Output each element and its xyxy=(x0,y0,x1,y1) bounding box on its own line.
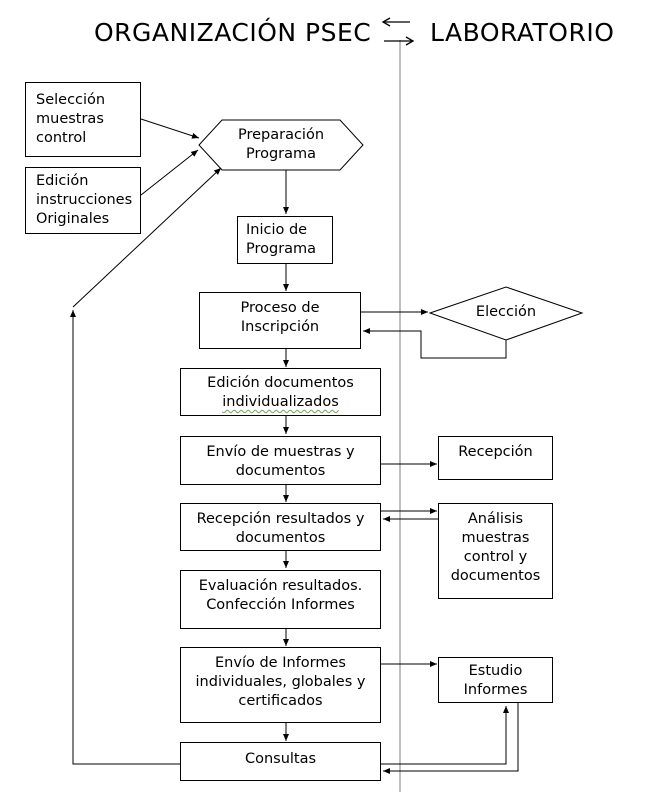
eleccion-diamond xyxy=(428,286,584,341)
envio-muestras-box: Envío de muestras y documentos xyxy=(180,436,381,485)
estudio-informes-label: Estudio Informes xyxy=(463,663,528,698)
edicion-instrucciones-label: Edición instrucciones Originales xyxy=(36,173,133,227)
recepcion-label: Recepción xyxy=(458,444,533,460)
envio-informes-box: Envío de Informes individuales, globales… xyxy=(180,647,381,723)
organizacion-title: ORGANIZACIÓN PSEC xyxy=(94,18,372,47)
seleccion-muestras-box: Selección muestras control xyxy=(25,82,141,157)
exchange-arrows-icon xyxy=(381,17,415,46)
preparacion-label: Preparación Programa xyxy=(237,127,325,162)
edicion-instrucciones-box: Edición instrucciones Originales xyxy=(25,167,141,234)
inicio-programa-box: Inicio de Programa xyxy=(237,216,333,264)
eleccion-label: Elección xyxy=(475,304,537,320)
edicion-documentos-label-line1: Edición documentos xyxy=(207,375,354,391)
consultas-box: Consultas xyxy=(180,742,381,781)
envio-informes-label: Envío de Informes individuales, globales… xyxy=(195,655,366,709)
inscripcion-label: Proceso de Inscripción xyxy=(240,300,320,335)
inscripcion-box: Proceso de Inscripción xyxy=(199,292,361,349)
preparacion-hexagon xyxy=(198,119,364,171)
estudio-informes-box: Estudio Informes xyxy=(438,657,553,703)
recepcion-resultados-box: Recepción resultados y documentos xyxy=(180,503,381,551)
edicion-documentos-label-line2: individualizados xyxy=(222,394,339,410)
recepcion-resultados-label: Recepción resultados y documentos xyxy=(196,511,365,546)
evaluacion-label: Evaluación resultados. Confección Inform… xyxy=(198,578,363,613)
envio-muestras-label: Envío de muestras y documentos xyxy=(206,444,355,479)
analisis-box: Análisis muestras control y documentos xyxy=(438,503,553,599)
consultas-label: Consultas xyxy=(244,751,317,767)
analisis-label: Análisis muestras control y documentos xyxy=(450,511,541,584)
inicio-programa-label: Inicio de Programa xyxy=(246,222,317,257)
seleccion-muestras-label: Selección muestras control xyxy=(36,92,106,146)
laboratorio-title: LABORATORIO xyxy=(430,18,615,47)
evaluacion-box: Evaluación resultados. Confección Inform… xyxy=(180,570,381,629)
edicion-documentos-box: Edición documentos individualizados xyxy=(180,368,381,416)
recepcion-box: Recepción xyxy=(438,436,553,480)
